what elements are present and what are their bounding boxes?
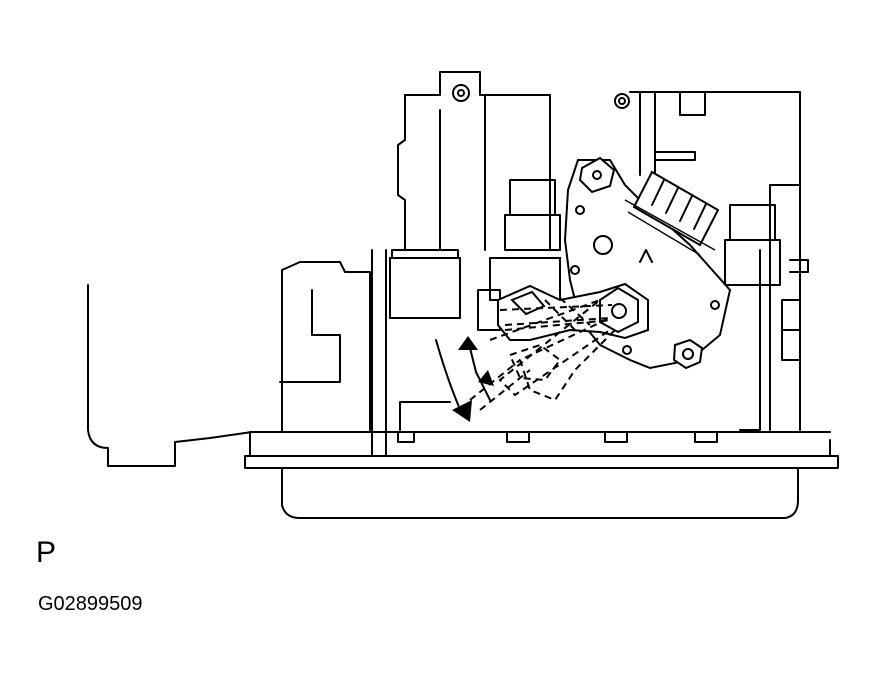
- lever-alternate-positions: [469, 297, 616, 411]
- curved-arrow-icon: [435, 336, 494, 422]
- left-housing: [87, 284, 253, 467]
- solenoids: [389, 179, 781, 331]
- shift-position-label: P: [36, 536, 57, 569]
- oil-pan: [244, 431, 839, 519]
- valve-body: [279, 71, 809, 456]
- neutral-start-switch: [563, 156, 732, 370]
- figure-code: G02899509: [38, 593, 143, 615]
- pan-bosses: [397, 431, 718, 443]
- manual-valve-lever: [497, 282, 649, 341]
